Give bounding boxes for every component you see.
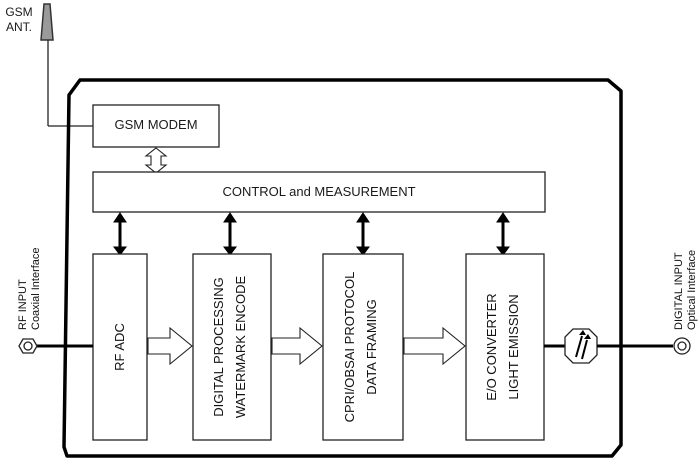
antenna-icon: [40, 3, 54, 41]
control-arrow-eo: [496, 212, 510, 256]
control-arrow-cpri: [356, 212, 370, 256]
antenna-label-line2: ANT.: [5, 20, 32, 34]
gsm-modem-box: [92, 104, 220, 148]
rf-adc-label-line1: RF ADC: [112, 323, 127, 371]
digital-processing-box: [192, 253, 272, 441]
gsm-modem-label: GSM MODEM: [114, 117, 198, 132]
control-measurement-box: [92, 171, 546, 213]
control-arrow-rf-adc: [113, 212, 127, 256]
control-arrow-digital: [223, 212, 237, 256]
coax-connector-icon: [18, 338, 38, 354]
digital-processing-label-line1: DIGITAL PROCESSING: [211, 277, 226, 417]
digital-input-port-label-line1: DIGITAL INPUT: [673, 252, 685, 330]
modem-control-hollow-arrow: [144, 147, 168, 174]
rf-input-port-label-line2: Coaxial Interface: [30, 247, 42, 330]
rf-input-port-label-line1: RF INPUT: [17, 279, 29, 330]
cpri-label: CPRI/OBSAI PROTOCOL DATA FRAMING: [339, 254, 387, 440]
digital-processing-label: DIGITAL PROCESSING WATERMARK ENCODE: [208, 254, 256, 440]
antenna-label: GSM ANT.: [2, 5, 36, 35]
eo-converter-label-line2: LIGHT EMISSION: [506, 294, 521, 400]
rf-adc-box: [92, 253, 148, 441]
enclosure-outline: [62, 78, 623, 458]
cpri-label-line2: DATA FRAMING: [364, 299, 379, 395]
cpri-label-line1: CPRI/OBSAI PROTOCOL: [342, 271, 357, 423]
control-arrows: [113, 212, 510, 256]
flow-arrow-cpri-to-eo: [403, 326, 466, 366]
optical-connector-icon: [673, 337, 691, 355]
digital-processing-label-line2: WATERMARK ENCODE: [233, 275, 248, 419]
antenna-label-line1: GSM: [5, 5, 33, 19]
flow-arrow-adc-to-digital: [147, 326, 193, 366]
control-measurement-label: CONTROL and MEASUREMENT: [222, 184, 416, 199]
eo-converter-label: E/O CONVERTER LIGHT EMISSION: [481, 254, 529, 440]
light-emitter-icon: [564, 328, 598, 364]
eo-converter-box: [465, 253, 545, 441]
digital-input-port-label-line2: Optical Interface: [686, 249, 698, 330]
eo-converter-label-line1: E/O CONVERTER: [484, 293, 499, 401]
flow-arrow-digital-to-cpri: [271, 326, 323, 366]
cpri-box: [322, 253, 404, 441]
rf-adc-label: RF ADC: [108, 254, 132, 440]
rf-input-port-label: RF INPUT Coaxial Interface: [17, 220, 47, 330]
digital-input-port-label: DIGITAL INPUT Optical Interface: [673, 214, 700, 330]
